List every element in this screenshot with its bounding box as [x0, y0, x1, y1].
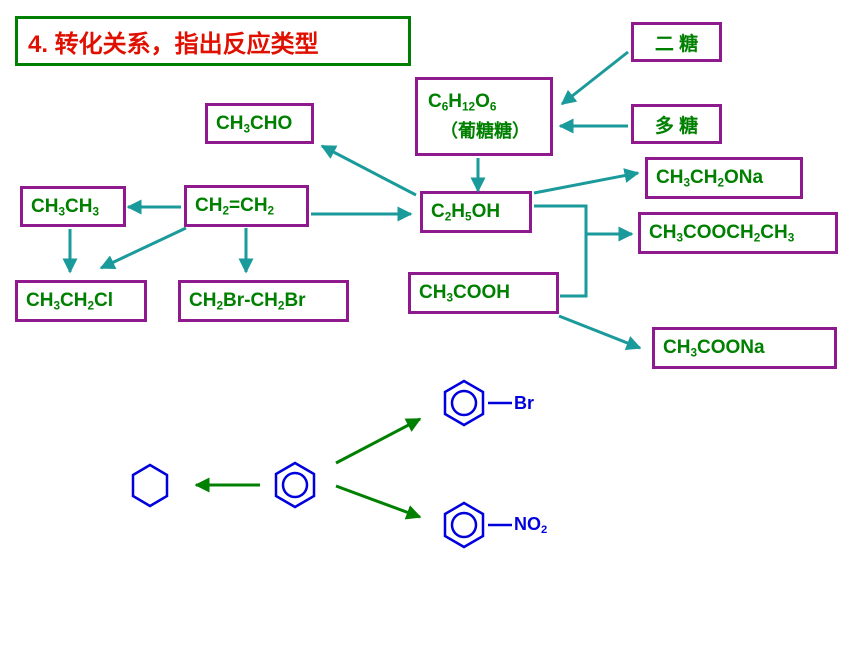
esterification-link — [534, 204, 588, 298]
page-title: 4. 转化关系，指出反应类型 — [15, 16, 411, 66]
arrow-ethanol-acetaldehyde — [320, 144, 417, 197]
node-ethane: CH3CH3 — [20, 186, 126, 227]
arrow-acetic-acid-sodium-acetate — [558, 314, 642, 351]
nitrobenzene-ring — [443, 501, 512, 549]
arrow-disaccharide-glucose — [560, 50, 629, 106]
arrow-benzene-bromobenzene — [335, 417, 422, 465]
node-ethanol: C2H5OH — [420, 191, 532, 233]
nitro-label: NO2 — [514, 514, 548, 537]
glucose-name: （葡糖糖） — [440, 120, 530, 141]
node-polysaccharide: 多 糖 — [631, 104, 722, 144]
node-ethylene: CH2=CH2 — [184, 185, 309, 227]
node-chloroethane: CH3CH2Cl — [15, 280, 147, 322]
benzene-ring — [274, 461, 316, 509]
arrow-benzene-nitrobenzene — [335, 484, 422, 520]
node-acetaldehyde: CH3CHO — [205, 103, 314, 144]
bromobenzene-ring — [443, 379, 512, 427]
glucose-formula: C6H12O6 — [428, 90, 497, 113]
node-disaccharide: 二 糖 — [631, 22, 722, 62]
node-acetic-acid: CH3COOH — [408, 272, 559, 314]
cyclohexane-ring — [131, 463, 169, 508]
arrow-ethanol-sodium-ethoxide — [533, 168, 640, 195]
bromo-label: Br — [514, 393, 535, 413]
node-dibromoethane: CH2Br-CH2Br — [178, 280, 349, 322]
node-sodium-ethoxide: CH3CH2ONa — [645, 157, 803, 199]
node-sodium-acetate: CH3COONa — [652, 327, 837, 369]
node-ethyl-acetate: CH3COOCH2CH3 — [638, 212, 838, 254]
node-glucose: C6H12O6 （葡糖糖） — [415, 77, 553, 156]
arrow-ethylene-chloroethane — [99, 226, 187, 270]
